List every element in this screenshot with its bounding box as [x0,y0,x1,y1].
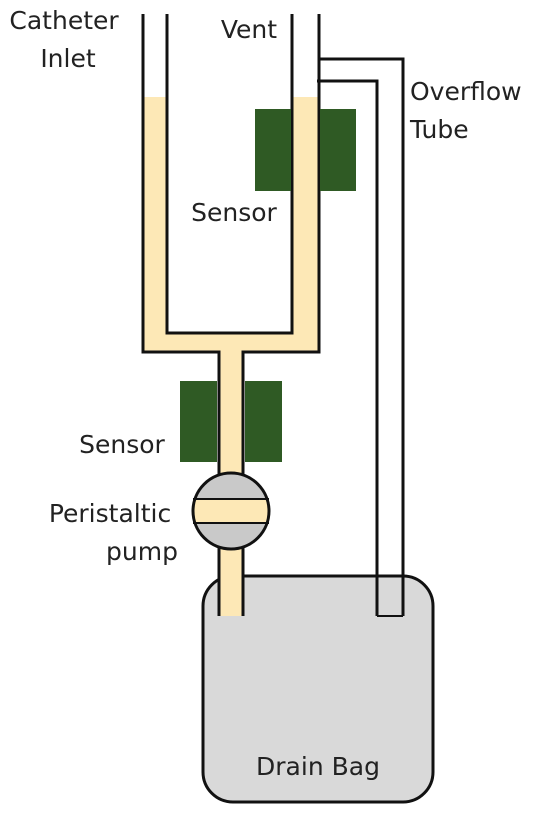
sensor-upper-right [320,109,356,191]
overflow-tube-label: Overflow Tube [409,77,530,144]
drain-bag-label: Drain Bag [256,752,380,781]
sensor-lower-left [180,381,217,462]
chamber-fluid [143,97,319,616]
drain-bag [201,574,435,804]
peristaltic-pump-label: Peristaltic pump [49,499,179,566]
sensor-lower-label: Sensor [79,430,165,459]
overflow-tube [317,14,405,616]
catheter-inlet-label: Catheter Inlet [9,6,126,73]
vent-label: Vent [221,15,277,44]
sensor-upper-left [255,109,291,191]
inner-tube [165,14,294,335]
sensor-lower-right [245,381,282,462]
peristaltic-pump [191,471,271,551]
sensor-upper-label: Sensor [191,198,277,227]
